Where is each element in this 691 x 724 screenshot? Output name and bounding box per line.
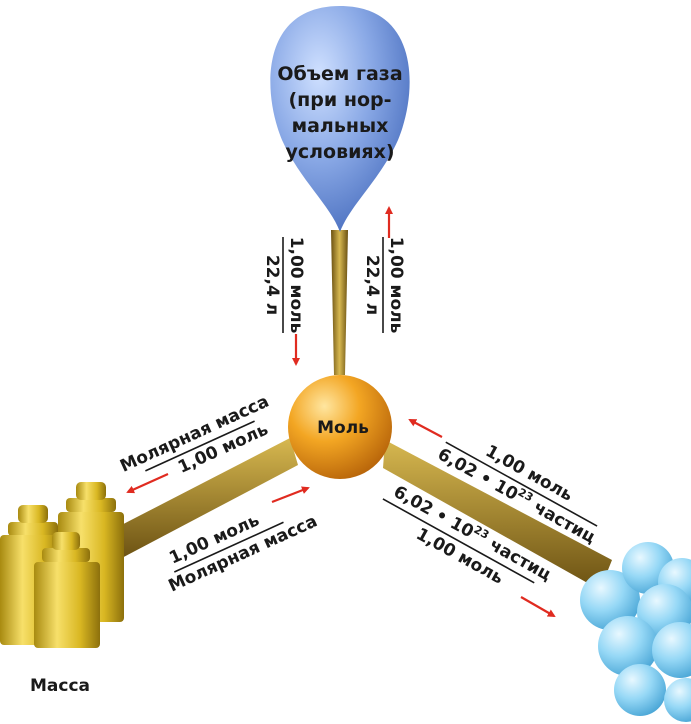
mass-in-arrow <box>271 486 310 504</box>
mass-out-arrow <box>126 472 169 494</box>
gas-balloon: Объем газа (при нор- мальных условиях) <box>270 6 410 232</box>
gas-label-line-4: условиях) <box>285 141 394 163</box>
gas-to-mole-conversion: 1,00 моль 22,4 л <box>262 237 306 366</box>
mass-out-fraction-line <box>145 420 255 472</box>
particles-out-fraction-line <box>382 498 535 584</box>
particles-out-arrow <box>520 596 556 617</box>
svg-text:Объем газа: Объем газа <box>277 63 402 85</box>
mole-label: Моль <box>317 418 369 438</box>
gas-label-line-3: мальных <box>292 115 389 137</box>
particles-in-arrow <box>408 419 443 438</box>
gas-label-line-1: Объем газа <box>277 63 402 85</box>
particles-image <box>580 542 691 722</box>
mole-to-gas-conversion: 1,00 моль 22,4 л <box>362 206 406 334</box>
svg-text:условиях): условиях) <box>285 141 394 163</box>
gas-label-line-2: (при нор- <box>288 89 391 111</box>
gas-down-numerator: 1,00 моль <box>286 237 306 334</box>
svg-text:(при нор-: (при нор- <box>288 89 391 111</box>
mole-sphere: Моль <box>288 375 392 479</box>
particles-in-fraction-line <box>445 441 598 527</box>
mass-in-fraction-line <box>173 521 284 573</box>
gas-up-numerator: 1,00 моль <box>386 237 406 334</box>
stick-to-gas <box>331 230 348 375</box>
mass-label: Масса <box>30 676 90 696</box>
weights-image <box>0 482 124 648</box>
gas-down-denominator: 22,4 л <box>262 255 282 315</box>
stick-to-mass <box>108 438 298 560</box>
stick-to-particles <box>383 440 612 590</box>
svg-text:мальных: мальных <box>292 115 389 137</box>
gas-up-denominator: 22,4 л <box>362 255 382 315</box>
